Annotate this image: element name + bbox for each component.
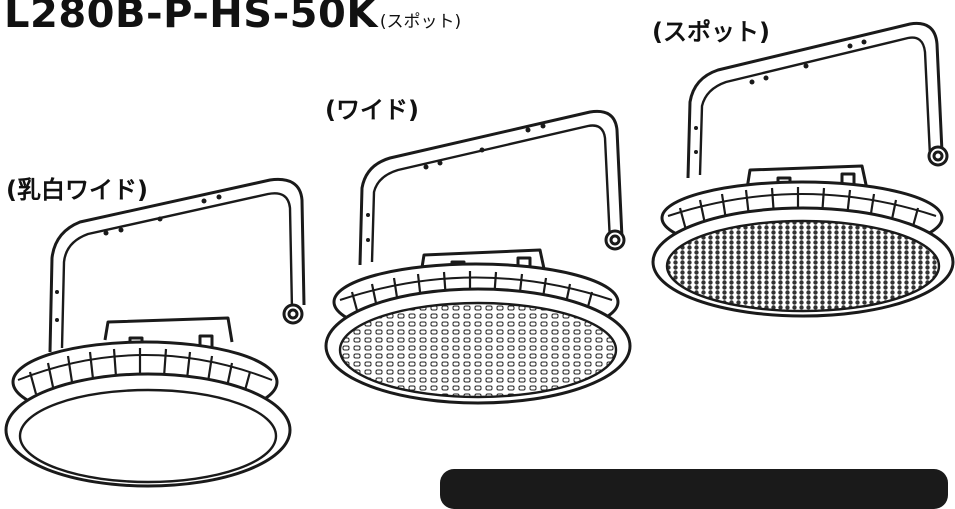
title-suffix: (スポット)	[379, 12, 462, 32]
product-title: L280B-P-HS-50K(スポット)	[4, 0, 461, 34]
label-milky-wide: (乳白ワイド)	[6, 176, 148, 204]
model-number: L280B-P-HS-50K	[4, 0, 378, 37]
label-wide: (ワイド)	[325, 96, 419, 124]
fixture-milky-wide	[4, 177, 306, 488]
fixture-spot	[651, 21, 955, 318]
footer-badge	[440, 469, 948, 509]
product-illustrations	[4, 21, 955, 488]
fixture-wide	[324, 109, 632, 405]
label-spot: (スポット)	[652, 18, 770, 46]
